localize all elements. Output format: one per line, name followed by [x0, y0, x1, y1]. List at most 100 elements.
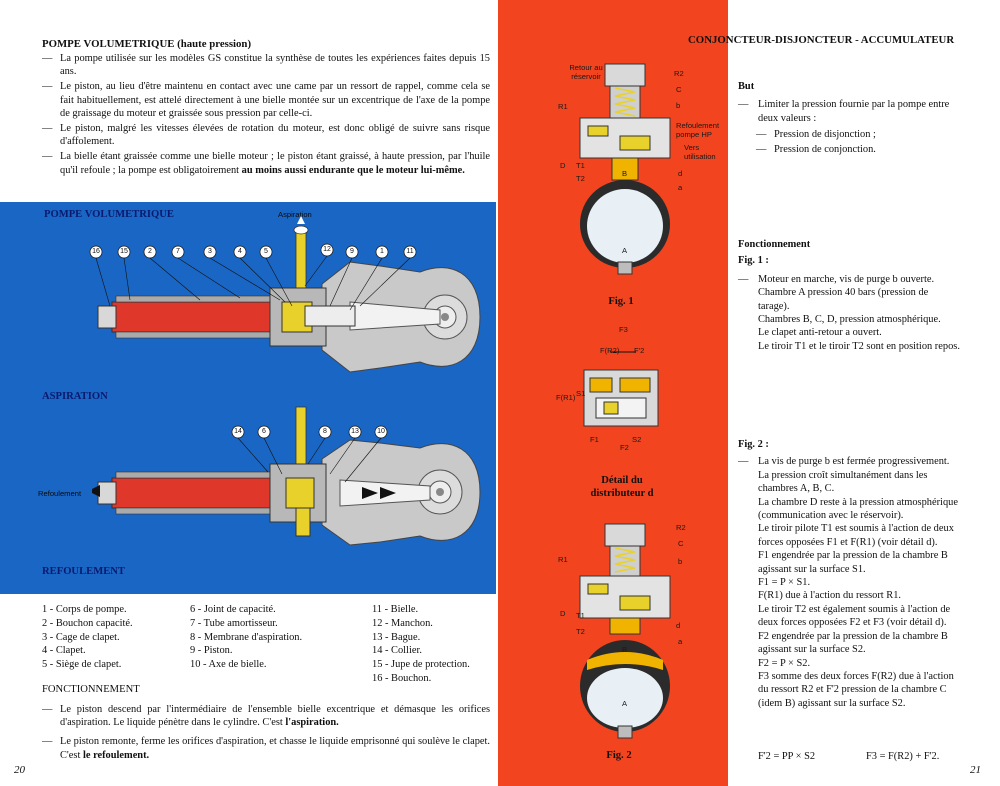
fig1-label: R2	[674, 69, 684, 78]
fig1-label: C	[676, 85, 682, 94]
detail-label: S1	[576, 389, 586, 398]
fig1-label: R1	[558, 102, 568, 111]
fig1-label: a	[678, 183, 683, 192]
part-item: 1 - Corps de pompe.	[42, 604, 127, 615]
intro-paragraph: —Le piston, au lieu d'être maintenu en c…	[42, 81, 490, 119]
section-refoulement: REFOULEMENT	[42, 566, 125, 577]
pump-bottom-drawing	[92, 406, 481, 546]
fig2-label: R2	[676, 523, 686, 532]
callout-label: 7	[176, 248, 180, 255]
part-item: 5 - Siège de clapet.	[42, 659, 122, 671]
fig2-illustration	[579, 523, 671, 739]
fig1-label: T1	[576, 161, 585, 170]
pump-top-drawing	[89, 216, 481, 373]
fig1-illustration	[579, 63, 671, 275]
fig1-retour-label: Retour au réservoir	[569, 63, 603, 81]
fig1-label: T2	[576, 174, 585, 183]
fig1-refoulement-label: Refoulement pompe HP	[676, 121, 720, 139]
callout-label: 16	[92, 248, 100, 255]
but-title: But	[738, 81, 755, 92]
fig2-caption: Fig. 2	[606, 750, 632, 761]
part-item: 10 - Axe de bielle.	[190, 659, 267, 671]
fig1-caption: Fig. 1	[608, 296, 634, 307]
fig1-label: b	[676, 101, 681, 110]
callout-label: 10	[377, 428, 385, 435]
detail-label: F1	[590, 435, 599, 444]
part-item: 7 - Tube amortisseur.	[190, 617, 278, 629]
fonctionnement-right: Fonctionnement Fig. 1 : — Moteur en marc…	[738, 238, 962, 353]
formula-right: F3 = F(R2) + F'2.	[866, 751, 940, 762]
fig2-label: B	[622, 645, 628, 654]
part-item: 11 - Bielle.	[372, 604, 419, 615]
fonctionnement-title: FONCTIONNEMENT	[42, 684, 140, 695]
fig2-label: T1	[576, 611, 585, 620]
but-text: —Limiter la pression fournie par la pomp…	[738, 99, 950, 124]
but-item: —Pression de conjonction.	[756, 143, 876, 155]
fonctionnement-paragraph: —Le piston descend par l'intermédiaire d…	[42, 704, 490, 729]
detail-illustration	[583, 351, 659, 427]
callout-label: 8	[323, 428, 327, 435]
detail-label: F(R1)	[556, 393, 576, 402]
part-item: 4 - Clapet.	[42, 645, 86, 657]
fig2-label: A	[622, 699, 628, 708]
part-item: 15 - Jupe de protection.	[372, 659, 470, 671]
fig1-label: B	[622, 169, 628, 178]
detail-label: F'2	[634, 346, 645, 355]
detail-label: F(R2)	[600, 346, 620, 355]
detail-caption: Détail du distributeur d	[590, 475, 654, 499]
callout-label: 15	[120, 248, 128, 255]
fig1-label: D	[560, 161, 566, 170]
intro-text: —La pompe utilisée sur les modèles GS co…	[42, 52, 490, 177]
part-item: 14 - Collier.	[372, 645, 422, 657]
fig2-label: a	[678, 637, 683, 646]
right-page-title: CONJONCTEUR-DISJONCTEUR - ACCUMULATEUR	[688, 34, 955, 46]
page-number-right: 21	[970, 764, 981, 776]
parts-legend-col2: 6 - Joint de capacité. 7 - Tube amortiss…	[190, 603, 302, 672]
fig2-label: R1	[558, 555, 568, 564]
callout-label: 1	[380, 248, 384, 255]
fonctionnement-paragraph: —Le piston remonte, ferme les orifices d…	[42, 736, 490, 761]
callout-label: 3	[208, 248, 212, 255]
left-page-title: POMPE VOLUMETRIQUE (haute pression)	[42, 38, 252, 50]
aspiration-label: Aspiration	[278, 210, 312, 219]
callout-label: 12	[323, 246, 331, 253]
callout-label: 14	[234, 428, 242, 435]
part-item: 3 - Cage de clapet.	[42, 631, 120, 643]
part-item: 6 - Joint de capacité.	[190, 604, 276, 615]
fig1-section-title: Fig. 1 :	[738, 255, 769, 267]
fonctionnement-right-title: Fonctionnement	[738, 239, 811, 250]
fig2-section: Fig. 2 : — La vis de purge b est fermée …	[738, 438, 962, 710]
fig2-label: C	[678, 539, 684, 548]
callout-label: 11	[406, 248, 414, 255]
fig1-label: A	[622, 246, 628, 255]
formula-left: F'2 = PP × S2	[758, 751, 816, 762]
callout-label: 9	[350, 248, 354, 255]
fig1-label: d	[678, 169, 683, 178]
callout-label: 2	[148, 248, 152, 255]
but-item: —Pression de disjonction ;	[756, 129, 876, 141]
part-item: 9 - Piston.	[190, 645, 233, 657]
callout-label: 4	[238, 248, 242, 255]
panel-title: POMPE VOLUMETRIQUE	[44, 209, 174, 220]
detail-label: F2	[620, 443, 629, 452]
parts-legend-col3: 11 - Bielle. 12 - Manchon. 13 - Bague. 1…	[372, 603, 470, 686]
part-item: 13 - Bague.	[372, 631, 421, 643]
callout-label: 5	[264, 248, 268, 255]
page-number-left: 20	[14, 764, 25, 776]
intro-paragraph: —La bielle étant graissée comme une biel…	[42, 151, 490, 176]
fig1-vers-label: Vers utilisation	[684, 143, 716, 161]
part-item: 16 - Bouchon.	[372, 672, 432, 684]
part-item: 2 - Bouchon capacité.	[42, 617, 133, 629]
detail-label: F3	[619, 325, 628, 334]
callout-label: 6	[262, 428, 266, 435]
callout-label: 13	[351, 428, 359, 435]
part-item: 12 - Manchon.	[372, 617, 433, 629]
parts-legend-col1: 1 - Corps de pompe. 2 - Bouchon capacité…	[42, 603, 133, 672]
detail-label: S2	[632, 435, 642, 444]
fig2-label: T2	[576, 627, 585, 636]
fig2-label: D	[560, 609, 566, 618]
intro-paragraph: —Le piston, malgré les vitesses élevées …	[42, 123, 490, 148]
intro-paragraph: —La pompe utilisée sur les modèles GS co…	[42, 53, 490, 78]
fonctionnement-text: —Le piston descend par l'intermédiaire d…	[42, 703, 490, 762]
pump-illustration	[89, 216, 481, 546]
